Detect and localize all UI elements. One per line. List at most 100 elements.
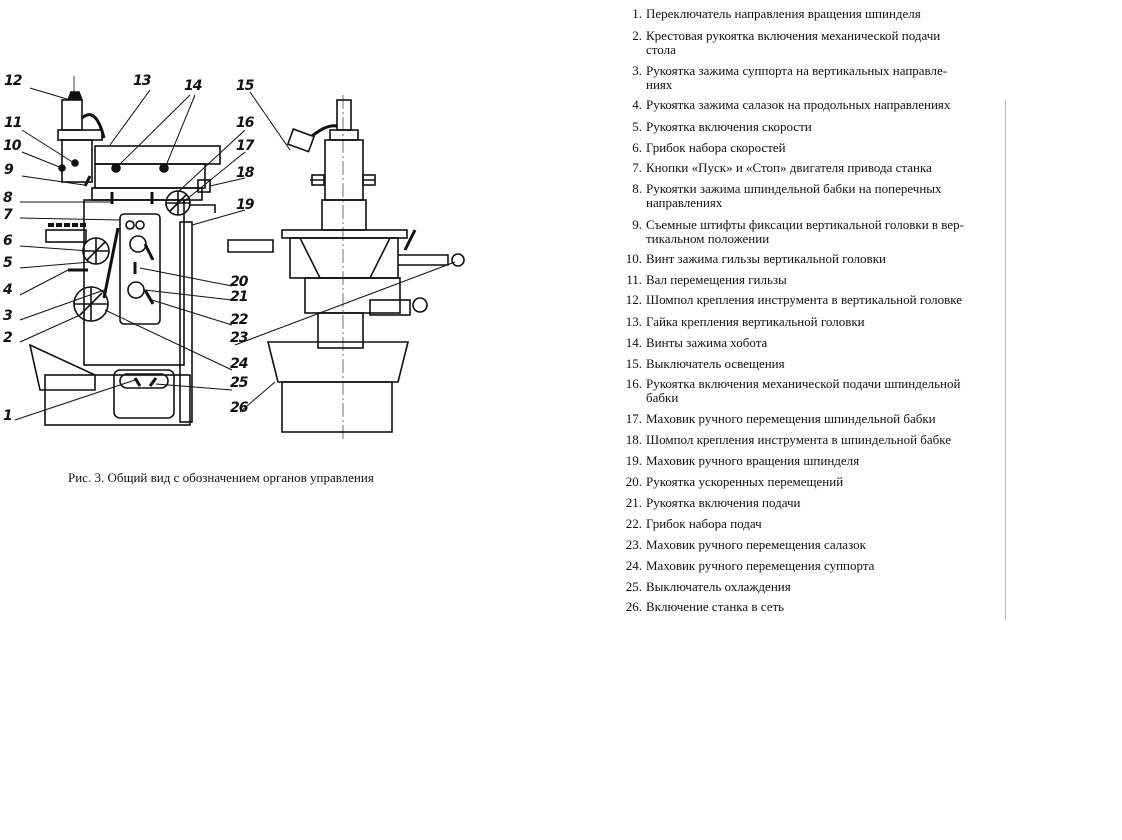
legend-item: 18. Шомпол крепления инструмента в шпинде… [618,433,951,447]
callout-26: 26 [230,400,249,416]
legend-item: 12. Шомпол крепления инструмента в вертик… [618,293,962,307]
legend-item-text: Рукоятка включения подачи [646,495,801,510]
callout-25: 25 [230,375,249,391]
legend-item-continuation: тикальном положении [646,231,770,246]
legend-item: 15. Выключатель освещения [618,357,785,371]
legend-item-text: Крестовая рукоятка включения механическо… [646,28,941,43]
legend-item-text: Маховик ручного перемещения шпиндельной … [646,411,936,426]
legend-item-number: 14. [625,335,642,350]
callout-24: 24 [230,356,249,372]
legend-item-number: 26. [625,599,642,614]
callout-14: 14 [184,78,203,94]
legend-item: 23.Маховик ручного перемещения салазок [618,538,866,552]
legend-item-number: 11. [626,272,642,287]
legend-item: 21. Рукоятка включения подачи [618,496,801,510]
legend-item-text: Выключатель освещения [646,356,785,371]
legend-item-number: 5. [632,119,642,134]
page-edge-divider [1005,100,1006,620]
legend-item-continuation: направлениях [646,195,723,210]
legend-item-number: 13. [625,314,642,329]
callout-10: 10 [3,138,22,154]
legend-item: 2. Крестовая рукоятка включения механичес… [618,29,940,57]
legend-item-continuation: ниях [646,77,673,92]
callout-20: 20 [230,274,249,290]
legend-item-number: 10. [625,251,642,266]
legend-item: 13. Гайка крепления вертикальной головки [618,315,865,329]
legend-item-number: 16. [625,376,642,391]
legend-item-text: Шомпол крепления инструмента в вертикаль… [646,292,963,307]
callout-leaders [14,87,456,421]
legend-item-text: Рукоятка включения механической подачи ш… [646,376,961,391]
legend-item: 26. Включение станка в сеть [618,600,784,614]
legend-item-text: Шомпол крепления инструмента в шпиндельн… [646,432,952,447]
legend-item-number: 9. [632,217,642,232]
milling-machine-illustration [14,76,465,440]
legend-item: 20.Рукоятка ускоренных перемещений [618,475,843,489]
legend-item-text: Маховик ручного перемещения суппорта [646,558,875,573]
legend-item-number: 23. [625,537,642,552]
side-view [227,95,465,440]
legend-item-text: Рукоятка зажима салазок на продольных на… [646,97,951,112]
legend-item-text: Выключатель охлаждения [646,579,791,594]
figure-caption: Рис. 3. Общий вид с обозначением органов… [68,470,374,485]
legend-item-text: Рукоятки зажима шпиндельной бабки на поп… [646,181,942,196]
legend-item-number: 24. [625,558,642,573]
legend-item: 22.Грибок набора подач [618,517,762,531]
callout-17: 17 [236,138,255,154]
legend-item: 6.Грибок набора скоростей [618,140,786,155]
callout-19: 19 [236,197,255,213]
legend-item: 11. Вал перемещения гильзы [618,273,787,287]
callout-6: 6 [3,233,13,249]
callout-8: 8 [3,190,13,206]
callout-13: 13 [133,73,152,89]
legend-item-number: 21. [625,495,642,510]
legend-item-number: 18. [625,432,642,447]
legend-item-text: Переключатель направления вращения шпинд… [646,6,921,21]
legend-item: 5.Рукоятка включения скорости [618,119,811,134]
legend-item: 7. Кнопки «Пуск» и «Стоп» двигателя приво… [618,161,932,175]
legend-item-text: Включение станка в сеть [646,599,785,614]
legend-item: 24. Маховик ручного перемещения суппорта [618,558,875,573]
legend-item: 16. Рукоятка включения механической подач… [618,376,961,405]
legend-item-number: 12. [625,292,642,307]
legend-item-number: 2. [632,28,642,43]
legend-item: 14. Винты зажима хобота [618,335,768,350]
legend-item-number: 19. [625,453,642,468]
legend-item-text: Кнопки «Пуск» и «Стоп» двигателя привода… [646,160,932,175]
front-view [28,76,221,426]
machine-drawing: 12 13 14 15 11 10 9 8 7 6 5 4 3 2 1 16 1… [0,60,480,450]
legend-item-text: Рукоятка ускоренных перемещений [646,474,844,489]
legend-item-number: 17. [625,411,642,426]
callout-7: 7 [3,207,13,223]
legend-item-number: 1. [632,6,642,21]
callout-9: 9 [4,162,14,178]
legend-item: 4. Рукоятка зажима салазок на продольных … [618,98,950,112]
legend-item-text: Грибок набора скоростей [646,140,786,155]
legend-item-text: Гайка крепления вертикальной головки [646,314,865,329]
legend-item-text: Съемные штифты фиксации вертикальной гол… [646,217,964,232]
legend-item: 1. Переключатель направления вращения шпи… [618,7,921,21]
legend-item: 19.Маховик ручного вращения шпинделя [618,454,859,468]
legend-item-number: 15. [625,356,642,371]
legend-item-continuation: бабки [646,390,679,405]
legend-item-text: Вал перемещения гильзы [646,272,787,287]
callout-21: 21 [230,289,249,305]
legend-item-text: Винты зажима хобота [646,335,768,350]
callout-22: 22 [230,312,249,328]
callout-11: 11 [4,115,23,131]
callout-12: 12 [4,73,23,89]
legend-item-number: 3. [632,63,642,78]
legend-item-text: Винт зажима гильзы вертикальной головки [646,251,886,266]
legend-item: 10. Винт зажима гильзы вертикальной голов… [618,252,886,266]
callout-2: 2 [3,330,13,346]
legend-item: 3.Рукоятка зажима суппорта на вертикальн… [618,64,947,92]
legend-item: 25.Выключатель охлаждения [618,580,791,594]
callout-23: 23 [230,330,249,346]
legend-item-number: 7. [632,160,642,175]
legend-item: 9. Съемные штифты фиксации вертикальной г… [618,218,964,246]
legend-item-continuation: стола [646,42,676,57]
callout-5: 5 [3,255,13,271]
legend-item-number: 4. [632,97,642,112]
legend-item-text: Грибок набора подач [646,516,762,531]
legend-item: 8.Рукоятки зажима шпиндельной бабки на п… [618,181,942,210]
